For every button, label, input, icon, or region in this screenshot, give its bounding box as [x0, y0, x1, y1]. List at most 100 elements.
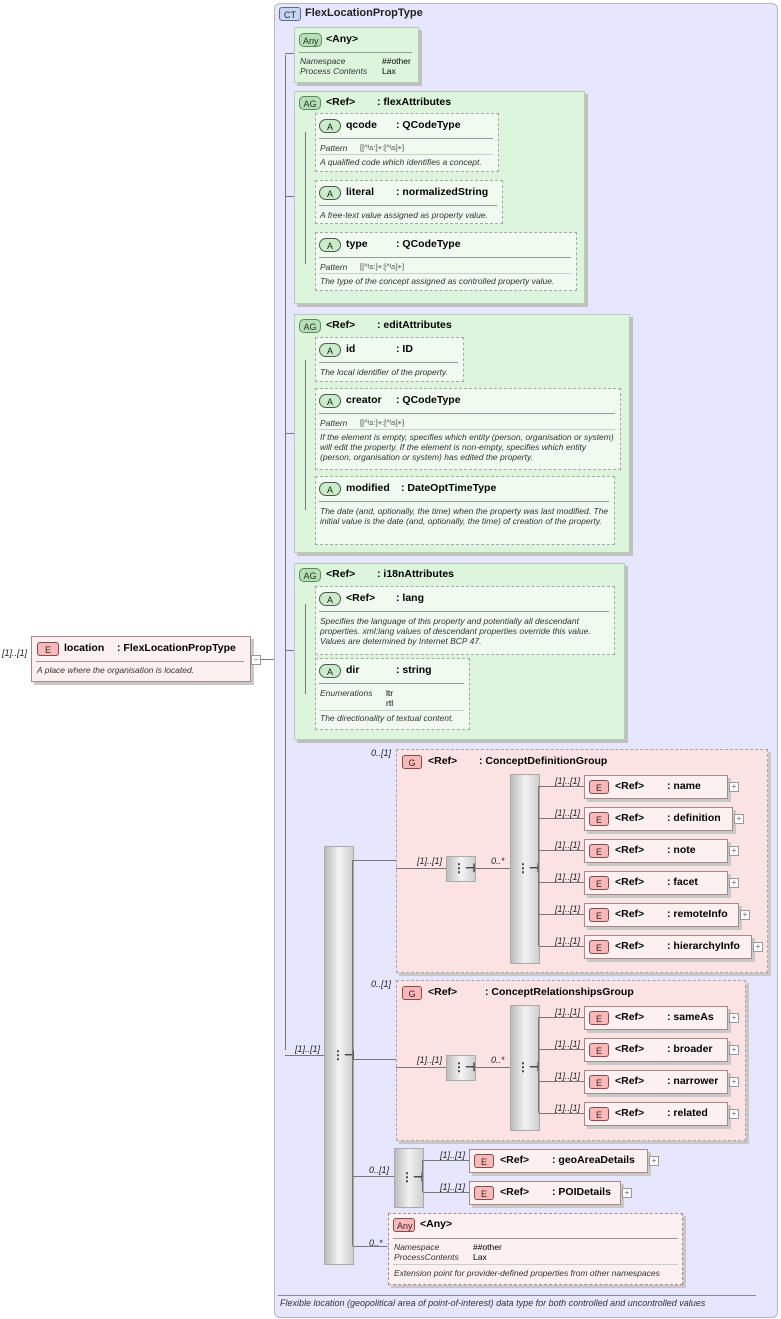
ref-label: <Ref> [615, 876, 645, 888]
connector [539, 818, 584, 819]
expand-button[interactable]: + [729, 1109, 739, 1119]
attribute-doc: The directionality of textual content. [320, 713, 454, 723]
location-element-box[interactable]: E location : FlexLocationPropType A plac… [31, 636, 251, 682]
attribute-modified[interactable]: A modified : DateOptTimeType The date (a… [315, 476, 615, 545]
attribute-name: : lang [396, 592, 424, 604]
group-name: : ConceptDefinitionGroup [479, 755, 608, 767]
expand-button[interactable]: + [729, 1045, 739, 1055]
enumerations-label: Enumerations [320, 688, 373, 698]
element-name: : sameAs [667, 1011, 714, 1023]
connector [285, 196, 295, 197]
separator [319, 273, 571, 274]
element-ref-box[interactable]: E <Ref> : facet [584, 871, 728, 895]
element-ref-box[interactable]: E <Ref> : remoteInfo [584, 903, 739, 927]
expand-button[interactable]: + [729, 846, 739, 856]
element-name: location [64, 642, 105, 654]
ref-label: <Ref> [615, 1107, 645, 1119]
any-tag: Any [393, 1218, 415, 1232]
group-name: : ConceptRelationshipsGroup [485, 986, 634, 998]
expand-button[interactable]: + [734, 814, 744, 824]
element-ref-box[interactable]: E <Ref> : broader [584, 1038, 728, 1062]
ref-label: <Ref> [615, 812, 645, 824]
element-ref-box[interactable]: E <Ref> : definition [584, 807, 733, 831]
expand-button[interactable]: + [622, 1188, 632, 1198]
element-ref-box[interactable]: E <Ref> : note [584, 839, 728, 863]
element-name: : POIDetails [552, 1186, 611, 1198]
element-name: : narrower [667, 1075, 719, 1087]
expand-button[interactable]: + [753, 942, 763, 952]
separator [299, 52, 412, 53]
element-ref-box[interactable]: E <Ref> : geoAreaDetails [469, 1149, 648, 1173]
cdg-sequence-compositor[interactable] [446, 856, 476, 882]
sequence-icon: ⋮⊣ [332, 1048, 355, 1062]
expand-button[interactable]: + [729, 878, 739, 888]
element-ref-box[interactable]: E <Ref> : name [584, 775, 728, 799]
group-tag: G [402, 755, 422, 769]
connector [539, 1017, 584, 1018]
expand-button[interactable]: + [649, 1156, 659, 1166]
element-name: : geoAreaDetails [552, 1154, 635, 1166]
expand-button[interactable]: + [740, 910, 750, 920]
attribute-doc: If the element is empty, specifies which… [320, 432, 614, 462]
element-ref-box[interactable]: E <Ref> : related [584, 1102, 728, 1126]
attribute-type[interactable]: A type : QCodeType Pattern [[^\s:]+:[^\s… [315, 232, 577, 291]
element-ref-box[interactable]: E <Ref> : narrower [584, 1070, 728, 1094]
attribute-creator[interactable]: A creator : QCodeType Pattern [[^\s:]+:[… [315, 388, 621, 470]
element-tag: E [589, 844, 609, 858]
element-ref-box[interactable]: E <Ref> : POIDetails [469, 1181, 621, 1205]
attribute-type: : normalizedString [396, 186, 489, 198]
group-tag: G [402, 986, 422, 1000]
separator [319, 710, 464, 711]
ag-tag: AG [299, 568, 321, 582]
geo-choice-compositor[interactable] [394, 1148, 424, 1208]
expand-button[interactable]: + [729, 1013, 739, 1023]
element-ref-box[interactable]: E <Ref> : sameAs [584, 1006, 728, 1030]
cdg-choice-cardinality: 0..* [491, 856, 505, 866]
attribute-id[interactable]: A id : ID The local identifier of the pr… [315, 337, 464, 382]
root-cardinality: [1]..[1] [2, 648, 28, 658]
any-name: <Any> [326, 33, 359, 45]
separator [393, 1238, 678, 1239]
connector [353, 860, 396, 861]
crg-choice-compositor[interactable] [510, 1005, 540, 1131]
any-attribute-box[interactable]: Any <Any> Namespace ##other Process Cont… [294, 27, 419, 83]
any-element-box[interactable]: Any <Any> Namespace ##other ProcessConte… [388, 1213, 683, 1285]
attribute-tag: A [319, 664, 341, 678]
connector [539, 946, 584, 947]
element-cardinality: [1]..[1] [555, 904, 581, 914]
ref-label: <Ref> [500, 1186, 530, 1198]
ct-title: FlexLocationPropType [305, 7, 423, 19]
attribute-literal[interactable]: A literal : normalizedString A free-text… [315, 180, 503, 224]
ref-label: <Ref> [615, 844, 645, 856]
element-ref-box[interactable]: E <Ref> : hierarchyInfo [584, 935, 752, 959]
connector [539, 1081, 584, 1082]
attribute-name: dir [346, 664, 360, 676]
expand-button[interactable]: + [729, 782, 739, 792]
attribute-qcode[interactable]: A qcode : QCodeType Pattern [[^\s:]+:[^\… [315, 113, 499, 172]
attribute-tag: A [319, 119, 341, 133]
crg-sequence-compositor[interactable] [446, 1055, 476, 1081]
attribute-lang[interactable]: A <Ref> : lang Specifies the language of… [315, 586, 615, 655]
cdg-choice-compositor[interactable] [510, 774, 540, 964]
ref-label: <Ref> [326, 319, 356, 331]
attribute-dir[interactable]: A dir : string Enumerations ltr rtl The … [315, 658, 470, 730]
main-sequence-compositor[interactable] [324, 846, 354, 1265]
ref-label: <Ref> [326, 568, 356, 580]
ref-label: <Ref> [615, 908, 645, 920]
any-doc: Extension point for provider-defined pro… [394, 1268, 660, 1278]
attribute-name: creator [346, 394, 382, 406]
separator [319, 205, 497, 206]
attribute-doc: A free-text value assigned as property v… [320, 210, 488, 220]
inner-connector [305, 604, 306, 694]
collapse-button[interactable]: − [251, 655, 261, 665]
separator [319, 611, 609, 612]
expand-button[interactable]: + [729, 1077, 739, 1087]
attribute-type: : string [396, 664, 432, 676]
choice-branch-line [538, 786, 539, 946]
sequence-cardinality: [1]..[1] [295, 1044, 321, 1054]
element-cardinality: [1]..[1] [555, 1103, 581, 1113]
element-tag: E [589, 1043, 609, 1057]
element-name: : broader [667, 1043, 713, 1055]
ref-label: <Ref> [428, 755, 458, 767]
element-cardinality: [1]..[1] [440, 1182, 466, 1192]
